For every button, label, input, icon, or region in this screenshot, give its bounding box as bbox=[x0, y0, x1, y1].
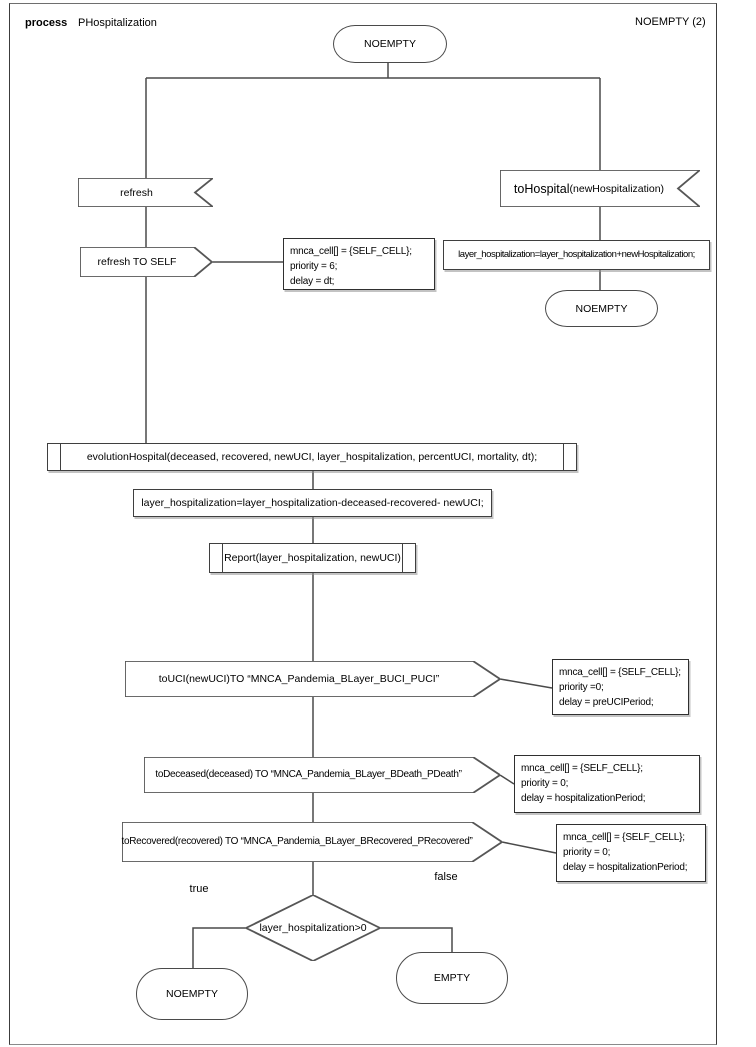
task-add-hospitalization-text: layer_hospitalization=layer_hospitalizat… bbox=[458, 249, 695, 260]
input-tohospital-node: toHospital(newHospitalization) bbox=[500, 170, 700, 207]
note-line: priority = 6; bbox=[290, 261, 338, 272]
note-line: priority = 0; bbox=[521, 778, 569, 789]
note-line: mnca_cell[] = {SELF_CELL}; bbox=[521, 763, 643, 774]
note-touci: mnca_cell[] = {SELF_CELL}; priority =0; … bbox=[552, 659, 689, 715]
state-noempty-right-label: NOEMPTY bbox=[575, 302, 628, 315]
output-touci-label: toUCI(newUCI)TO “MNCA_Pandemia_BLayer_BU… bbox=[158, 673, 440, 685]
task-update-hospitalization-node: layer_hospitalization=layer_hospitalizat… bbox=[133, 489, 492, 517]
procedure-report-text: Report(layer_hospitalization, newUCI) bbox=[224, 552, 401, 564]
procedure-evolution-text: evolutionHospital(deceased, recovered, n… bbox=[86, 451, 538, 463]
note-line: priority =0; bbox=[559, 682, 604, 693]
output-refresh-to-self-label: refresh TO SELF bbox=[97, 256, 177, 268]
input-refresh-node: refresh bbox=[78, 178, 213, 207]
note-line: delay = hospitalizationPeriod; bbox=[563, 862, 688, 873]
state-noempty-bottom-label: NOEMPTY bbox=[166, 988, 218, 1000]
task-update-hospitalization-text: layer_hospitalization=layer_hospitalizat… bbox=[141, 497, 484, 509]
start-state-node: NOEMPTY bbox=[333, 25, 447, 63]
note-line: delay = hospitalizationPeriod; bbox=[521, 793, 646, 804]
procedure-evolution-node: evolutionHospital(deceased, recovered, n… bbox=[47, 443, 577, 471]
state-noempty-right-node: NOEMPTY bbox=[545, 290, 658, 327]
decision-node: layer_hospitalization>0 bbox=[246, 895, 380, 961]
state-noempty-bottom-node: NOEMPTY bbox=[136, 968, 248, 1020]
process-name: PHospitalization bbox=[78, 17, 157, 29]
state-empty-bottom-node: EMPTY bbox=[396, 952, 508, 1004]
note-torecovered: mnca_cell[] = {SELF_CELL}; priority = 0;… bbox=[556, 824, 706, 882]
input-tohospital-args: (newHospitalization) bbox=[569, 182, 665, 195]
note-line: priority = 0; bbox=[563, 847, 611, 858]
decision-condition: layer_hospitalization>0 bbox=[259, 922, 367, 934]
page-ref-label: NOEMPTY (2) bbox=[635, 16, 706, 28]
output-todeceased-label: toDeceased(deceased) TO “MNCA_Pandemia_B… bbox=[155, 769, 462, 780]
false-branch-label: false bbox=[434, 871, 458, 883]
diagram-sheet-frame bbox=[9, 3, 717, 1045]
input-refresh-label: refresh bbox=[120, 186, 153, 199]
note-line: delay = dt; bbox=[290, 276, 335, 287]
output-todeceased-node: toDeceased(deceased) TO “MNCA_Pandemia_B… bbox=[144, 757, 500, 793]
task-add-hospitalization-node: layer_hospitalization=layer_hospitalizat… bbox=[443, 240, 710, 270]
output-torecovered-label: toRecovered(recovered) TO “MNCA_Pandemia… bbox=[121, 836, 473, 847]
output-refresh-to-self-node: refresh TO SELF bbox=[80, 247, 212, 277]
output-torecovered-node: toRecovered(recovered) TO “MNCA_Pandemia… bbox=[121, 822, 502, 862]
state-empty-bottom-label: EMPTY bbox=[433, 972, 471, 984]
input-tohospital-name: toHospital bbox=[513, 181, 570, 196]
note-line: mnca_cell[] = {SELF_CELL}; bbox=[559, 667, 681, 678]
start-state-label: NOEMPTY bbox=[364, 38, 416, 50]
note-todeceased: mnca_cell[] = {SELF_CELL}; priority = 0;… bbox=[514, 755, 700, 813]
true-branch-label: true bbox=[189, 883, 209, 895]
note-refresh: mnca_cell[] = {SELF_CELL}; priority = 6;… bbox=[283, 238, 435, 290]
note-line: mnca_cell[] = {SELF_CELL}; bbox=[563, 832, 685, 843]
note-line: delay = preUCIPeriod; bbox=[559, 697, 654, 708]
process-keyword: process bbox=[25, 17, 68, 29]
output-touci-node: toUCI(newUCI)TO “MNCA_Pandemia_BLayer_BU… bbox=[125, 661, 500, 697]
note-line: mnca_cell[] = {SELF_CELL}; bbox=[290, 246, 412, 257]
procedure-report-node: Report(layer_hospitalization, newUCI) bbox=[209, 543, 416, 573]
